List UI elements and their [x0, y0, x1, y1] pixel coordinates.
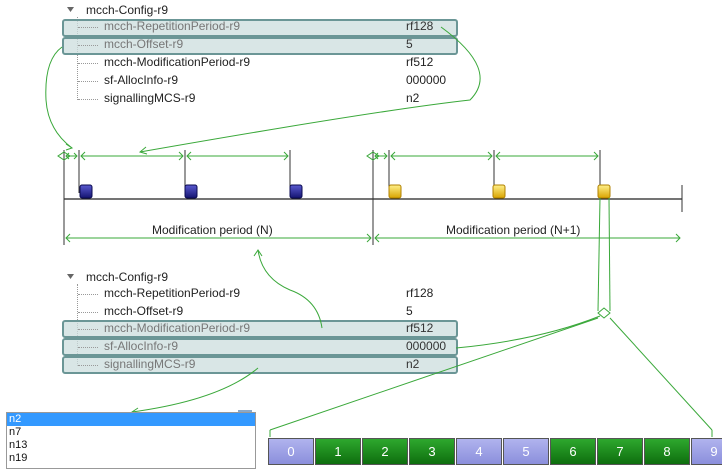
modification-period-n-label: Modification period (N)	[152, 223, 273, 237]
modification-period-n1-label: Modification period (N+1)	[446, 223, 581, 237]
row-label: sf-AllocInfo-r9	[104, 339, 179, 353]
bottom-row-sf-alloc-info[interactable]: sf-AllocInfo-r9 000000	[62, 338, 462, 356]
signalling-mcs-dropdown[interactable]: n2 n7 n13 n19	[6, 412, 256, 469]
mcch-marker	[289, 184, 303, 199]
row-label: mcch-RepetitionPeriod-r9	[104, 19, 241, 33]
row-value: 5	[406, 37, 413, 51]
bottom-config-tree: mcch-Config-r9 mcch-RepetitionPeriod-r9 …	[0, 262, 460, 377]
row-label: mcch-Offset-r9	[104, 304, 184, 318]
mcch-marker	[184, 184, 198, 199]
row-label: sf-AllocInfo-r9	[104, 73, 179, 87]
subframe-0[interactable]: 0	[268, 438, 314, 465]
row-value: n2	[406, 91, 420, 105]
row-label: signallingMCS-r9	[104, 357, 196, 371]
connector-arrows	[45, 26, 713, 437]
row-label: mcch-ModificationPeriod-r9	[104, 321, 251, 335]
collapse-icon[interactable]	[66, 272, 75, 281]
mcs-option[interactable]: n7	[9, 426, 22, 438]
mcch-marker	[597, 184, 611, 199]
top-highlight-repetition	[62, 19, 458, 37]
bottom-config-root[interactable]: mcch-Config-r9	[66, 270, 266, 284]
offset-diamond-icon	[366, 151, 380, 161]
collapse-icon[interactable]	[66, 5, 75, 14]
bottom-row-offset[interactable]: mcch-Offset-r9 5	[62, 303, 462, 321]
subframe-7[interactable]: 7	[597, 438, 643, 465]
mcch-markers-period-n	[79, 184, 303, 199]
top-highlight-offset	[62, 37, 458, 55]
bottom-row-repetition-period[interactable]: mcch-RepetitionPeriod-r9 rf128	[62, 285, 462, 303]
mcs-option[interactable]: n19	[9, 452, 28, 464]
row-value: rf128	[406, 19, 434, 33]
row-label: mcch-ModificationPeriod-r9	[104, 55, 251, 69]
subframe-4[interactable]: 4	[456, 438, 502, 465]
row-label: mcch-Offset-r9	[104, 37, 184, 51]
row-value: rf512	[406, 321, 434, 335]
subframe-9[interactable]: 9	[691, 438, 722, 465]
row-value: 000000	[406, 73, 447, 87]
mcch-markers-period-n1	[388, 184, 611, 199]
repetition-arrows-period-n	[65, 151, 289, 161]
mcs-option[interactable]: n2	[7, 413, 255, 426]
offset-diamond-icon	[57, 151, 71, 161]
bottom-highlight-signalling-mcs	[62, 356, 458, 374]
top-row-signalling-mcs[interactable]: signallingMCS-r9 n2	[62, 90, 462, 108]
subframe-6[interactable]: 6	[550, 438, 596, 465]
subframe-8[interactable]: 8	[644, 438, 690, 465]
row-value: rf128	[406, 286, 434, 300]
row-value: 000000	[406, 339, 447, 353]
mcch-marker	[388, 184, 402, 199]
mcch-marker	[492, 184, 506, 199]
subframe-3[interactable]: 3	[409, 438, 455, 465]
top-row-repetition-period[interactable]: mcch-RepetitionPeriod-r9 rf128	[62, 18, 462, 36]
top-config-tree: mcch-Config-r9 mcch-RepetitionPeriod-r9 …	[0, 0, 460, 110]
row-label: mcch-RepetitionPeriod-r9	[104, 286, 241, 300]
top-config-root-label: mcch-Config-r9	[86, 3, 169, 17]
bottom-highlight-sf-alloc	[62, 338, 458, 356]
modification-period-arrows	[65, 233, 681, 243]
subframe-2[interactable]: 2	[362, 438, 408, 465]
top-row-modification-period[interactable]: mcch-ModificationPeriod-r9 rf512	[62, 54, 462, 72]
row-value: rf512	[406, 55, 434, 69]
top-row-offset[interactable]: mcch-Offset-r9 5	[62, 36, 462, 54]
mcch-marker	[79, 184, 93, 199]
subframe-1[interactable]: 1	[315, 438, 361, 465]
row-value: n2	[406, 357, 420, 371]
bottom-row-signalling-mcs[interactable]: signallingMCS-r9 n2	[62, 356, 462, 374]
subframe-strip: 0 1 2 3 4 5 6 7 8 9	[268, 438, 722, 465]
bottom-row-modification-period[interactable]: mcch-ModificationPeriod-r9 rf512	[62, 320, 462, 338]
mcs-option[interactable]: n13	[9, 439, 28, 451]
top-row-sf-alloc-info[interactable]: sf-AllocInfo-r9 000000	[62, 72, 462, 90]
bottom-highlight-modification	[62, 320, 458, 338]
repetition-arrows-period-n1	[374, 151, 599, 161]
subframe-5[interactable]: 5	[503, 438, 549, 465]
bottom-config-root-label: mcch-Config-r9	[86, 270, 169, 284]
row-value: 5	[406, 304, 413, 318]
row-label: signallingMCS-r9	[104, 91, 196, 105]
top-config-root[interactable]: mcch-Config-r9	[66, 3, 266, 17]
